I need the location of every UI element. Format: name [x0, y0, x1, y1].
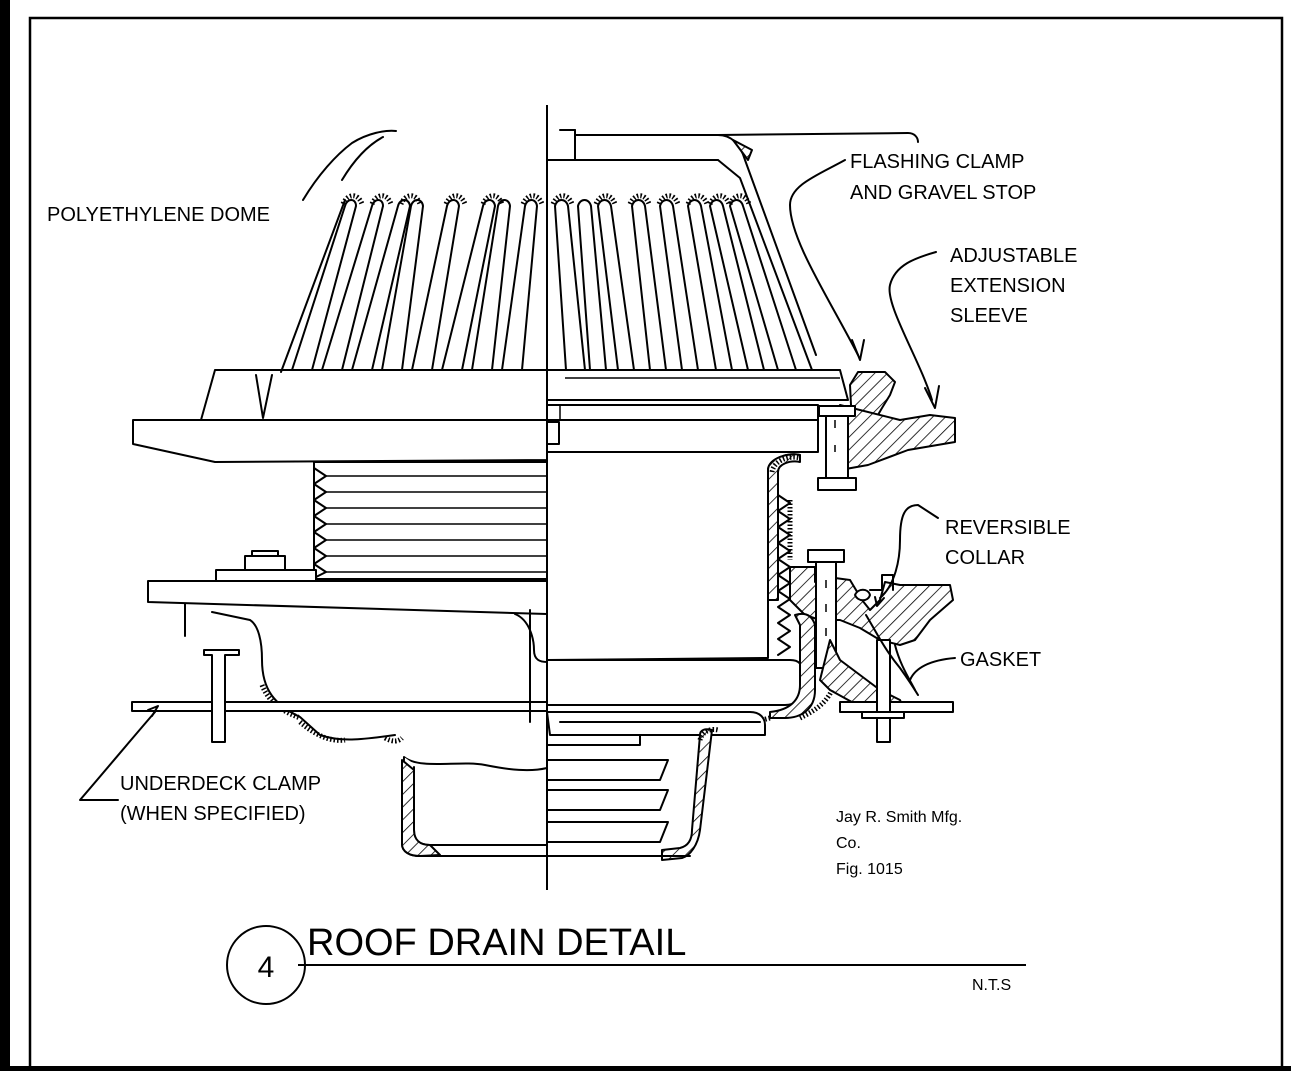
label-collar-2: COLLAR — [945, 547, 1025, 569]
detail-number: 4 — [258, 951, 275, 984]
note-line-3: Fig. 1015 — [836, 861, 903, 878]
sleeve-body-left — [313, 461, 548, 580]
exterior-half — [131, 129, 548, 857]
label-gasket: GASKET — [960, 649, 1041, 671]
deck-left — [131, 701, 548, 712]
dome-base — [200, 369, 548, 421]
title-border — [28, 16, 1284, 1071]
drawing-title: ROOF DRAIN DETAIL — [307, 922, 686, 964]
note-line-1: Jay R. Smith Mfg. — [836, 809, 962, 826]
label-sleeve-3: SLEEVE — [950, 305, 1028, 327]
label-dome: POLYETHYLENE DOME — [47, 204, 270, 226]
label-collar-1: REVERSIBLE — [945, 517, 1071, 539]
label-flashing-2: AND GRAVEL STOP — [850, 182, 1036, 204]
label-sleeve-2: EXTENSION — [950, 275, 1066, 297]
section-half — [546, 129, 956, 861]
label-flashing-1: FLASHING CLAMP — [850, 151, 1024, 173]
label-sleeve-1: ADJUSTABLE — [950, 245, 1077, 267]
scale-note: N.T.S — [972, 977, 1011, 994]
flange-left — [132, 419, 548, 463]
label-underdeck-1: UNDERDECK CLAMP — [120, 773, 321, 795]
label-underdeck-2: (WHEN SPECIFIED) — [120, 803, 306, 825]
sheet-paper — [10, 0, 1291, 1066]
dome-ribs-left — [291, 193, 545, 371]
note-line-2: Co. — [836, 835, 861, 852]
leaders — [79, 159, 956, 801]
dome-ribs-right — [550, 193, 797, 371]
